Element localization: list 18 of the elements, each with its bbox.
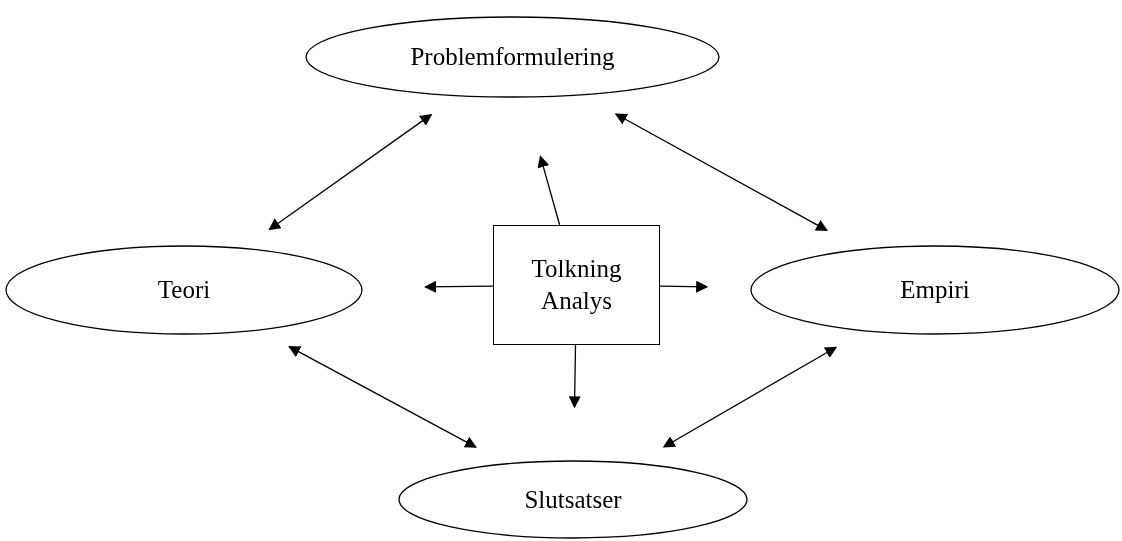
- ellipse-node: [750, 245, 1120, 335]
- arrow: [662, 346, 838, 448]
- arrow: [568, 344, 581, 409]
- arrow: [659, 280, 709, 293]
- arrow: [424, 280, 494, 293]
- node-label: Problemformulering: [410, 42, 615, 72]
- node-label: Slutsatser: [524, 484, 622, 515]
- ellipse-node: [398, 460, 748, 539]
- node-label: Tolkning Analys: [530, 254, 623, 316]
- process-box: [493, 225, 660, 345]
- arrow: [288, 346, 477, 448]
- ellipse-node: [5, 245, 363, 335]
- arrow: [614, 113, 829, 232]
- ellipse-node: [305, 16, 720, 98]
- arrow: [268, 113, 433, 231]
- node-label: Empiri: [900, 275, 970, 305]
- arrow: [537, 155, 561, 226]
- node-label: Teori: [157, 275, 211, 305]
